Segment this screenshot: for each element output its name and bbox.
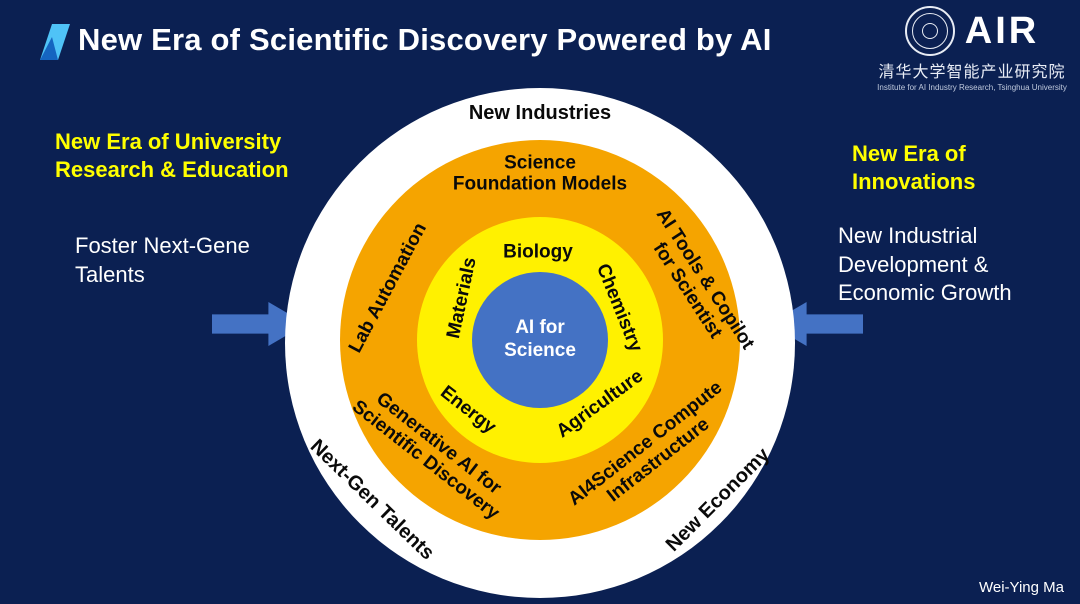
left-panel-body: Foster Next-Gene Talents bbox=[75, 233, 250, 287]
yellow-ring-label-top: Biology bbox=[503, 241, 573, 263]
center-circle: AI for Science bbox=[472, 272, 608, 408]
author-credit: Wei-Ying Ma bbox=[978, 579, 1064, 596]
air-logo-text: AIR bbox=[964, 10, 1040, 52]
logo-block: AIR 清华大学智能产业研究院 Institute for AI Industr… bbox=[872, 6, 1072, 92]
institute-name-cn: 清华大学智能产业研究院 bbox=[878, 64, 1066, 81]
tsinghua-logo-icon bbox=[904, 6, 955, 56]
slide-title: New Era of Scientific Discovery Powered … bbox=[78, 22, 772, 57]
left-panel-heading: New Era of University Research & Educati… bbox=[55, 129, 289, 182]
outer-ring-label-top: New Industries bbox=[468, 101, 612, 124]
title-accent-icon bbox=[40, 24, 70, 60]
right-panel-heading: New Era of Innovations bbox=[852, 141, 976, 194]
orange-ring-label-top: Science Foundation Models bbox=[452, 152, 628, 195]
center-label: AI for Science bbox=[504, 317, 576, 361]
institute-name-en: Institute for AI Industry Research, Tsin… bbox=[877, 83, 1067, 92]
right-panel-body: New Industrial Development & Economic Gr… bbox=[838, 223, 1012, 306]
